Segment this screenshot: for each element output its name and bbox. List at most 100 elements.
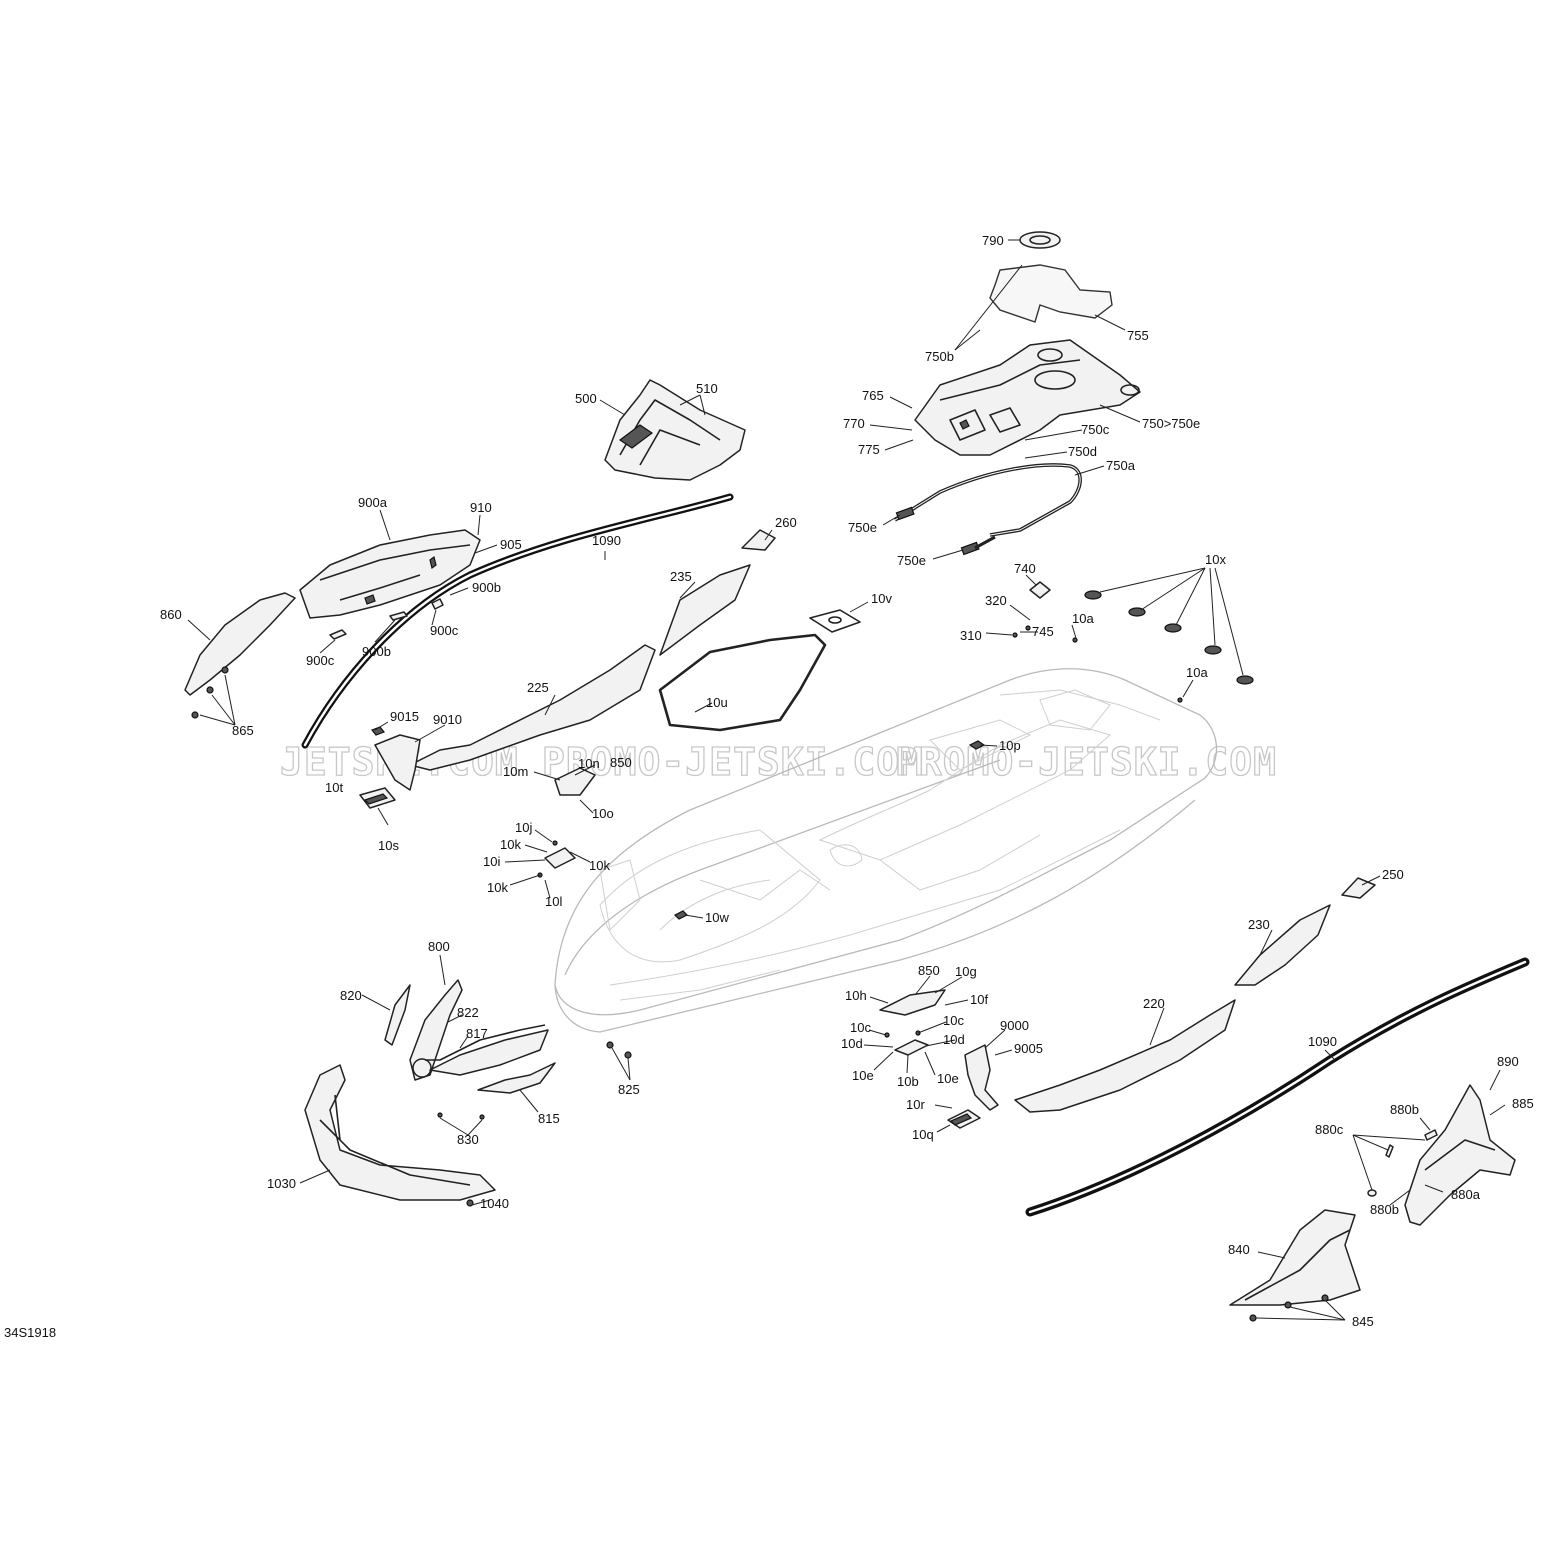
part-880b-b <box>1385 1144 1394 1158</box>
part-9010 <box>374 734 421 791</box>
label-890: 890 <box>1497 1054 1519 1069</box>
label-750-750e: 750>750e <box>1142 416 1200 431</box>
label-822: 822 <box>457 1005 479 1020</box>
label-750e-2: 750e <box>897 553 926 568</box>
label-10o: 10o <box>592 806 614 821</box>
label-9010: 9010 <box>433 712 462 727</box>
label-10d-1: 10d <box>841 1036 863 1051</box>
label-10m: 10m <box>503 764 528 779</box>
label-750e-1: 750e <box>848 520 877 535</box>
part-10k-bracket <box>544 847 576 869</box>
label-775: 775 <box>858 442 880 457</box>
label-900a: 900a <box>358 495 388 510</box>
label-1090-top: 1090 <box>592 533 621 548</box>
part-225 <box>409 644 656 771</box>
label-745: 745 <box>1032 624 1054 639</box>
label-860: 860 <box>160 607 182 622</box>
label-740: 740 <box>1014 561 1036 576</box>
label-10k-1: 10k <box>500 837 521 852</box>
watermark-text-2: PROMO-JETSKI.COM <box>542 740 924 784</box>
label-10w: 10w <box>705 910 729 925</box>
label-850-bottom: 850 <box>918 963 940 978</box>
label-230: 230 <box>1248 917 1270 932</box>
label-830: 830 <box>457 1132 479 1147</box>
label-10u: 10u <box>706 695 728 710</box>
label-225: 225 <box>527 680 549 695</box>
part-1030 <box>304 1064 496 1201</box>
label-10j: 10j <box>515 820 532 835</box>
label-815: 815 <box>538 1111 560 1126</box>
label-880b-1: 880b <box>1390 1102 1419 1117</box>
label-880a: 880a <box>1451 1187 1481 1202</box>
label-9005: 9005 <box>1014 1041 1043 1056</box>
label-1030: 1030 <box>267 1176 296 1191</box>
part-260 <box>741 529 776 551</box>
label-235: 235 <box>670 569 692 584</box>
label-845: 845 <box>1352 1314 1374 1329</box>
watermark-text-3: PROMO-JETSKI.COM <box>895 740 1277 784</box>
part-880b-a <box>1424 1129 1438 1141</box>
part-840 <box>1229 1209 1361 1306</box>
label-250: 250 <box>1382 867 1404 882</box>
part-220 <box>1014 999 1236 1113</box>
part-850-bottom <box>879 989 946 1016</box>
label-10h: 10h <box>845 988 867 1003</box>
label-10k-2: 10k <box>589 858 610 873</box>
part-820 <box>384 984 411 1046</box>
label-10i: 10i <box>483 854 500 869</box>
label-750a: 750a <box>1106 458 1136 473</box>
label-770: 770 <box>843 416 865 431</box>
part-500 <box>604 379 746 481</box>
label-10t: 10t <box>325 780 343 795</box>
label-880b-2: 880b <box>1370 1202 1399 1217</box>
label-10s: 10s <box>378 838 399 853</box>
label-9000: 9000 <box>1000 1018 1029 1033</box>
part-labels: 790 755 750b 765 750>750e 770 750c 775 7… <box>4 233 1534 1340</box>
label-260: 260 <box>775 515 797 530</box>
part-817 <box>429 1029 549 1076</box>
part-850-top <box>554 767 596 796</box>
label-880c: 880c <box>1315 1122 1344 1137</box>
label-310: 310 <box>960 628 982 643</box>
hull-deck <box>554 668 1218 1033</box>
diagram-id: 34S1918 <box>4 1325 56 1340</box>
storage-cover-assembly <box>894 231 1141 556</box>
label-900c-2: 900c <box>306 653 335 668</box>
label-10r: 10r <box>906 1097 925 1112</box>
label-10e-2: 10e <box>937 1071 959 1086</box>
label-10n: 10n <box>578 756 600 771</box>
part-10u <box>658 633 827 732</box>
part-900c-a <box>329 629 347 640</box>
part-9000 <box>964 1044 999 1111</box>
part-900c-b <box>389 611 408 621</box>
label-1040: 1040 <box>480 1196 509 1211</box>
label-10a-1: 10a <box>1072 611 1094 626</box>
label-10b: 10b <box>897 1074 919 1089</box>
label-910: 910 <box>470 500 492 515</box>
label-750c: 750c <box>1081 422 1110 437</box>
label-755: 755 <box>1127 328 1149 343</box>
label-500: 500 <box>575 391 597 406</box>
label-510: 510 <box>696 381 718 396</box>
part-235 <box>659 564 751 656</box>
label-900c-1: 900c <box>430 623 459 638</box>
label-320: 320 <box>985 593 1007 608</box>
label-825: 825 <box>618 1082 640 1097</box>
label-865: 865 <box>232 723 254 738</box>
label-10g: 10g <box>955 964 977 979</box>
label-10k-3: 10k <box>487 880 508 895</box>
label-10f: 10f <box>970 992 988 1007</box>
label-800: 800 <box>428 939 450 954</box>
label-10a-2: 10a <box>1186 665 1208 680</box>
part-815 <box>477 1062 556 1094</box>
part-740 <box>1029 581 1051 599</box>
part-880a <box>1404 1084 1516 1226</box>
label-10l: 10l <box>545 894 562 909</box>
label-885: 885 <box>1512 1096 1534 1111</box>
label-10p: 10p <box>999 738 1021 753</box>
part-900b <box>431 598 444 610</box>
leader-lines <box>187 239 1506 1321</box>
part-230 <box>1234 904 1331 986</box>
label-10c-1: 10c <box>850 1020 871 1035</box>
label-900b-1: 900b <box>472 580 501 595</box>
